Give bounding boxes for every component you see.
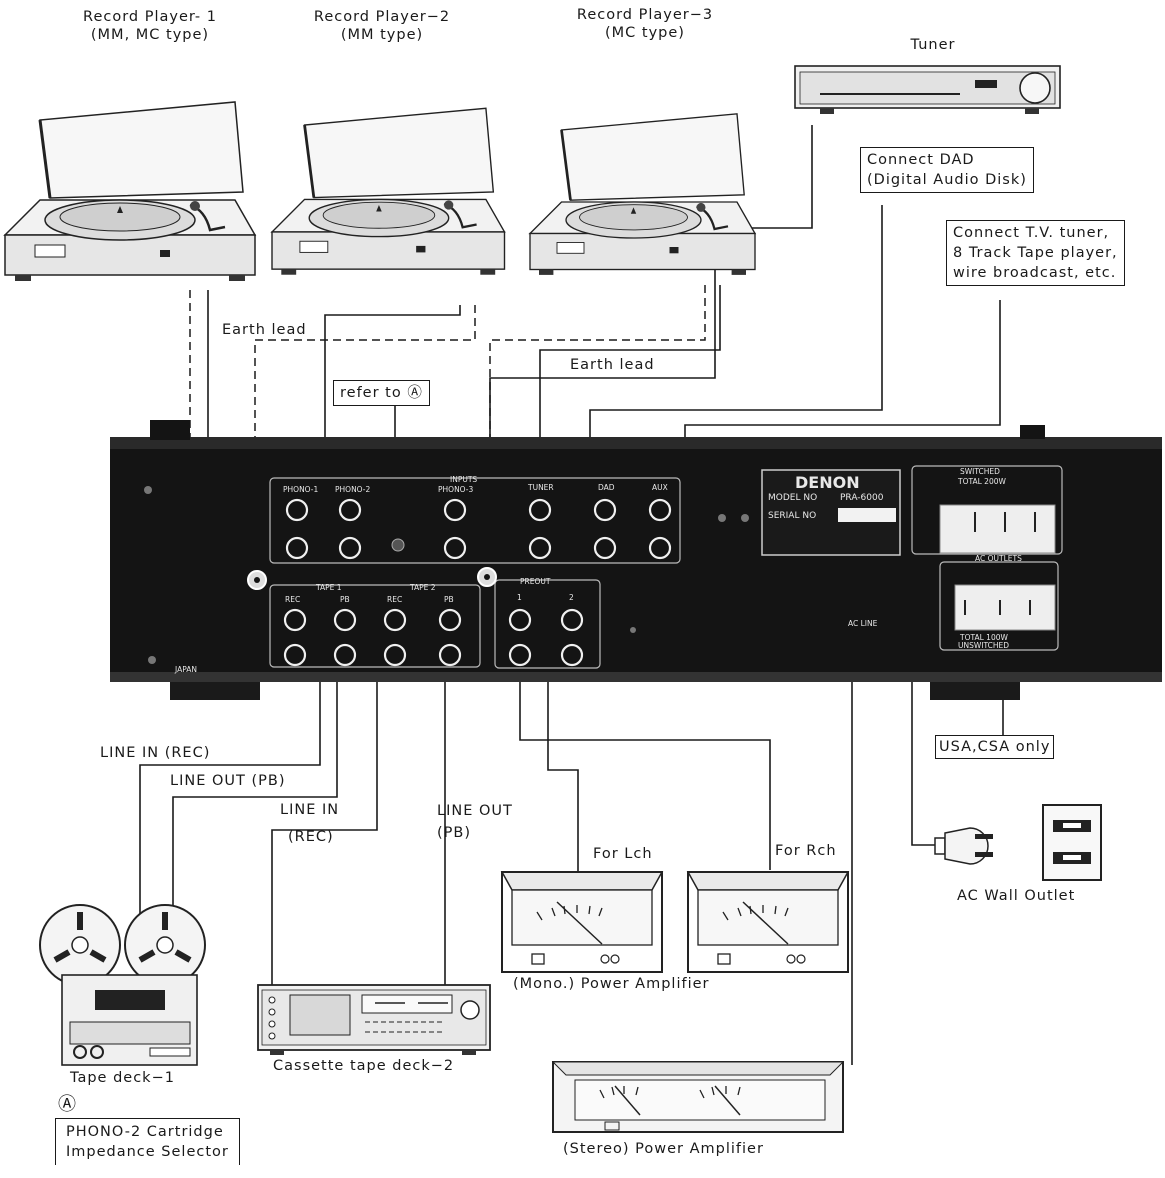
record-player-2-label: Record Player−2 (MM type) — [314, 8, 450, 44]
phono2-selector-callout: PHONO-2 Cartridge Impedance Selector — [55, 1118, 240, 1165]
record-player-3-label: Record Player−3 (MC type) — [577, 6, 713, 42]
dad-callout-line2: (Digital Audio Disk) — [867, 172, 1027, 188]
panel-phono3: PHONO-3 — [438, 485, 473, 494]
ac-plug-icon — [934, 827, 993, 865]
record-player-2-type: (MM type) — [340, 27, 424, 43]
tape-deck-1-label: Tape deck−1 — [70, 1070, 175, 1086]
mono-amplifier-r — [687, 871, 849, 973]
panel-ac-outlets: AC OUTLETS — [975, 554, 1022, 563]
panel-watts-unsw: TOTAL 100W — [959, 633, 1008, 642]
rec-label-2: (REC) — [288, 829, 334, 845]
phono2-callout-line2: Impedance Selector — [66, 1144, 229, 1160]
earth-lead-label-1: Earth lead — [222, 322, 307, 338]
dad-callout-line1: Connect DAD — [867, 152, 975, 168]
cassette-deck-device — [257, 984, 491, 1055]
stereo-amplifier-device — [551, 1061, 845, 1133]
record-player-3 — [528, 112, 757, 277]
panel-labels: INPUTS PHONO-1 PHONO-2 PHONO-3 TUNER DAD… — [174, 467, 1022, 674]
panel-tape1: TAPE 1 — [315, 583, 342, 592]
record-player-2 — [270, 106, 506, 277]
mono-amplifier-l — [501, 871, 663, 973]
earth-lead-label-2: Earth lead — [570, 357, 655, 373]
panel-out2: 2 — [569, 593, 574, 602]
for-rch-label: For Rch — [775, 843, 837, 859]
panel-tape2: TAPE 2 — [409, 583, 436, 592]
panel-preout: PREOUT — [520, 577, 551, 586]
usa-csa-callout: USA,CSA only — [935, 735, 1055, 759]
tv-callout-line2: 8 Track Tape player, — [953, 245, 1118, 261]
record-player-3-type: (MC type) — [605, 25, 685, 41]
panel-watts-sw: TOTAL 200W — [957, 477, 1006, 486]
panel-phono2: PHONO-2 — [335, 485, 370, 494]
phono2-callout-line1: PHONO-2 Cartridge — [66, 1124, 224, 1140]
amplifier-rear-panel — [110, 420, 1162, 700]
tv-callout: Connect T.V. tuner, 8 Track Tape player,… — [946, 220, 1125, 286]
refer-to-a-callout: refer to Ⓐ — [333, 380, 430, 406]
for-lch-label: For Lch — [593, 846, 653, 862]
line-in-label-2: LINE IN — [280, 802, 340, 818]
record-player-1-label: Record Player- 1 (MM, MC type) — [83, 8, 217, 44]
record-player-1 — [3, 100, 257, 283]
stereo-amp-label: (Stereo) Power Amplifier — [563, 1141, 764, 1157]
panel-japan: JAPAN — [174, 665, 197, 674]
tuner-label: Tuner — [910, 37, 956, 53]
mono-amp-label: (Mono.) Power Amplifier — [513, 976, 710, 992]
panel-serial-label: SERIAL NO — [768, 511, 816, 521]
wall-outlet-icon — [1042, 804, 1102, 881]
dad-callout: Connect DAD (Digital Audio Disk) — [860, 147, 1034, 193]
line-out-label-2: LINE OUT — [437, 803, 513, 819]
panel-dad: DAD — [598, 483, 615, 492]
line-out-pb-label-1: LINE OUT (PB) — [170, 773, 286, 789]
record-player-1-name: Record Player- 1 — [83, 9, 217, 25]
panel-tape1-pb: PB — [340, 595, 350, 604]
circle-a-marker: Ⓐ — [58, 1094, 77, 1115]
line-in-rec-label-1: LINE IN (REC) — [100, 745, 211, 761]
pb-label-2: (PB) — [437, 825, 472, 841]
record-player-1-type: (MM, MC type) — [90, 27, 210, 43]
panel-model-label: MODEL NO — [768, 493, 817, 503]
tuner-device — [794, 65, 1061, 114]
panel-tape2-pb: PB — [444, 595, 454, 604]
panel-inputs: INPUTS — [450, 475, 477, 484]
tv-callout-line3: wire broadcast, etc. — [953, 265, 1117, 281]
panel-model-value: PRA-6000 — [840, 493, 884, 503]
panel-aux: AUX — [652, 483, 668, 492]
cassette-deck-2-label: Cassette tape deck−2 — [273, 1058, 455, 1074]
panel-tuner: TUNER — [527, 483, 554, 492]
record-player-2-name: Record Player−2 — [313, 9, 451, 25]
panel-tape2-rec: REC — [387, 595, 402, 604]
tv-callout-line1: Connect T.V. tuner, — [953, 225, 1110, 241]
tape-deck-1-device — [39, 904, 206, 1066]
panel-ac-line: AC LINE — [848, 619, 878, 628]
panel-switched: SWITCHED — [960, 467, 1000, 476]
record-player-3-name: Record Player−3 — [576, 7, 714, 23]
panel-phono1: PHONO-1 — [283, 485, 318, 494]
panel-out1: 1 — [517, 593, 522, 602]
panel-tape1-rec: REC — [285, 595, 300, 604]
panel-unswitched: UNSWITCHED — [958, 641, 1009, 650]
ac-wall-outlet-label: AC Wall Outlet — [957, 888, 1076, 904]
panel-brand: DENON — [795, 473, 860, 492]
